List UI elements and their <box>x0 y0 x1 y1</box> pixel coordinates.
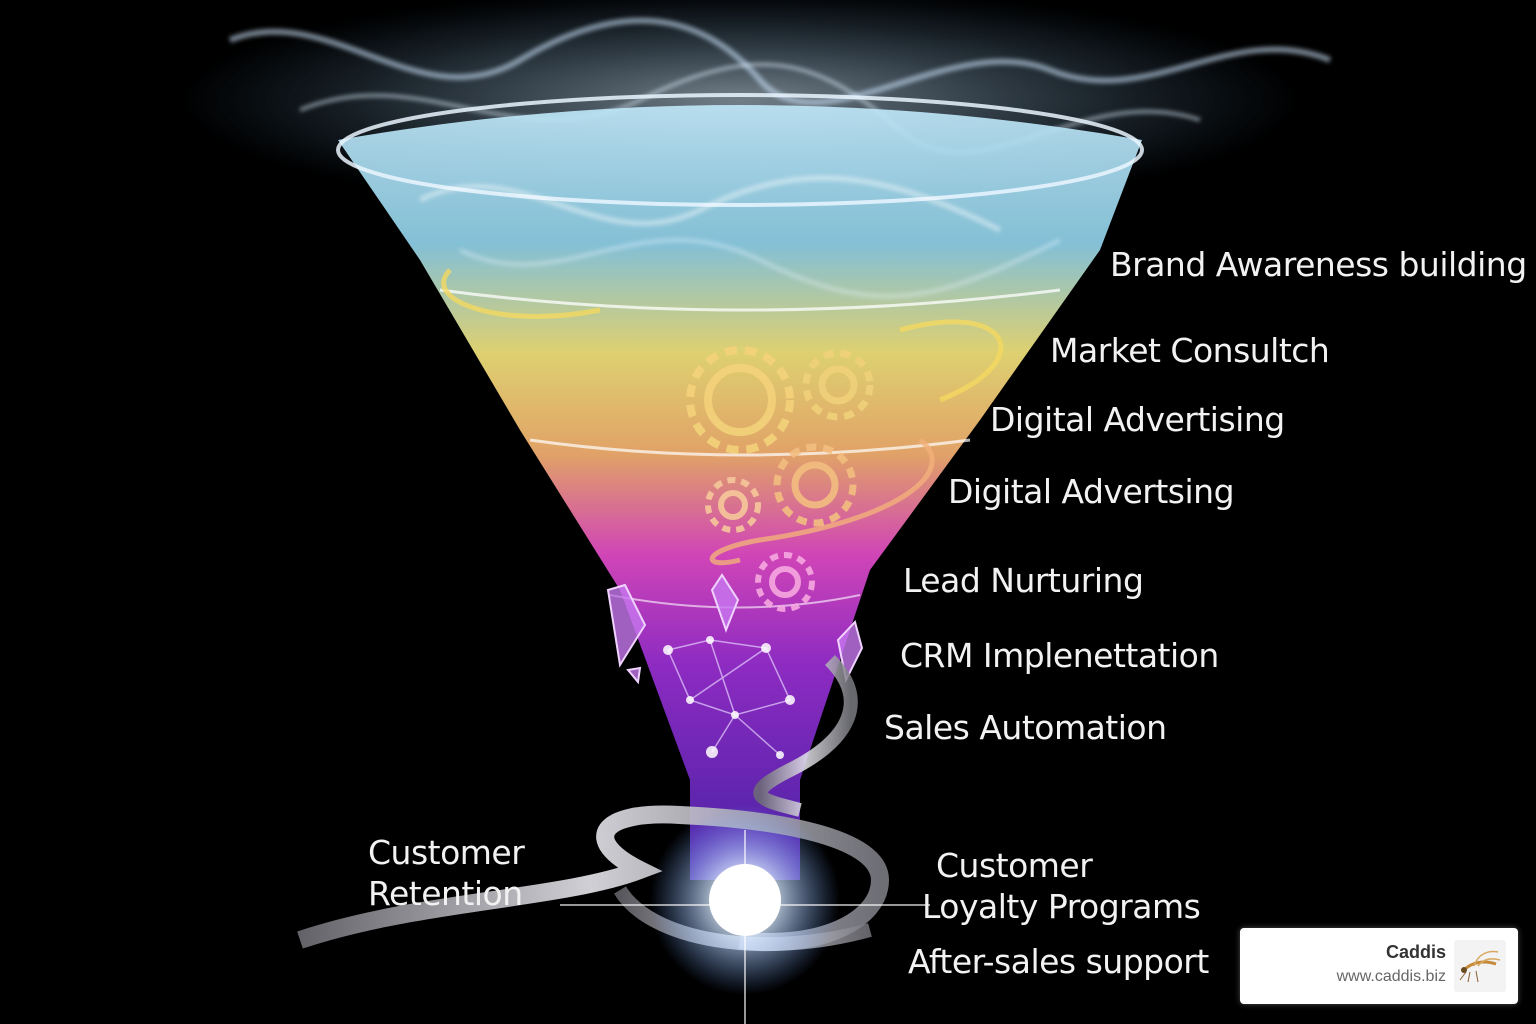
light-flare <box>560 830 930 1024</box>
label-line: Customer <box>368 833 525 872</box>
label-sales-automation: Sales Automation <box>884 708 1167 747</box>
gear-icon <box>705 477 761 533</box>
funnel-ring <box>609 594 861 609</box>
label-line: Loyalty Programs <box>922 887 1201 926</box>
funnel-ring <box>529 438 971 457</box>
label-crm: CRM Implenettation <box>900 636 1219 675</box>
gear-icon <box>802 349 874 421</box>
label-customer-loyalty: Customer Loyalty Programs <box>922 845 1201 927</box>
label-lead-nurturing: Lead Nurturing <box>903 561 1144 600</box>
gear-icon <box>755 552 815 612</box>
funnel-ring <box>439 288 1061 312</box>
label-customer-retention: Customer Retention <box>368 832 525 914</box>
brand-watermark: Caddis www.caddis.biz <box>1240 928 1518 1004</box>
brand-url: www.caddis.biz <box>1336 968 1446 985</box>
orbit-ribbon <box>709 438 935 566</box>
smoke-wisp <box>228 17 1332 106</box>
funnel-rim <box>336 93 1144 207</box>
smoke-swirl <box>418 175 1002 233</box>
label-brand-awareness: Brand Awareness building <box>1110 245 1527 284</box>
ribbon-icon <box>753 655 858 817</box>
crystal-icon <box>606 573 864 685</box>
brand-name: Caddis <box>1385 942 1446 962</box>
label-after-sales: After-sales support <box>908 942 1209 981</box>
gear-icon <box>686 346 794 454</box>
label-market-consult: Market Consultch <box>1050 331 1330 370</box>
label-digital-advertising: Digital Advertising <box>990 400 1285 439</box>
label-line: Retention <box>368 874 523 913</box>
label-line: Customer <box>936 846 1093 885</box>
gear-icon <box>773 443 857 527</box>
network-icon <box>663 636 795 759</box>
fly-logo-icon <box>1454 940 1506 992</box>
smoke-swirl <box>459 238 1061 299</box>
orbit-ribbon <box>441 268 1004 403</box>
label-digital-advertsing: Digital Advertsing <box>948 472 1235 511</box>
